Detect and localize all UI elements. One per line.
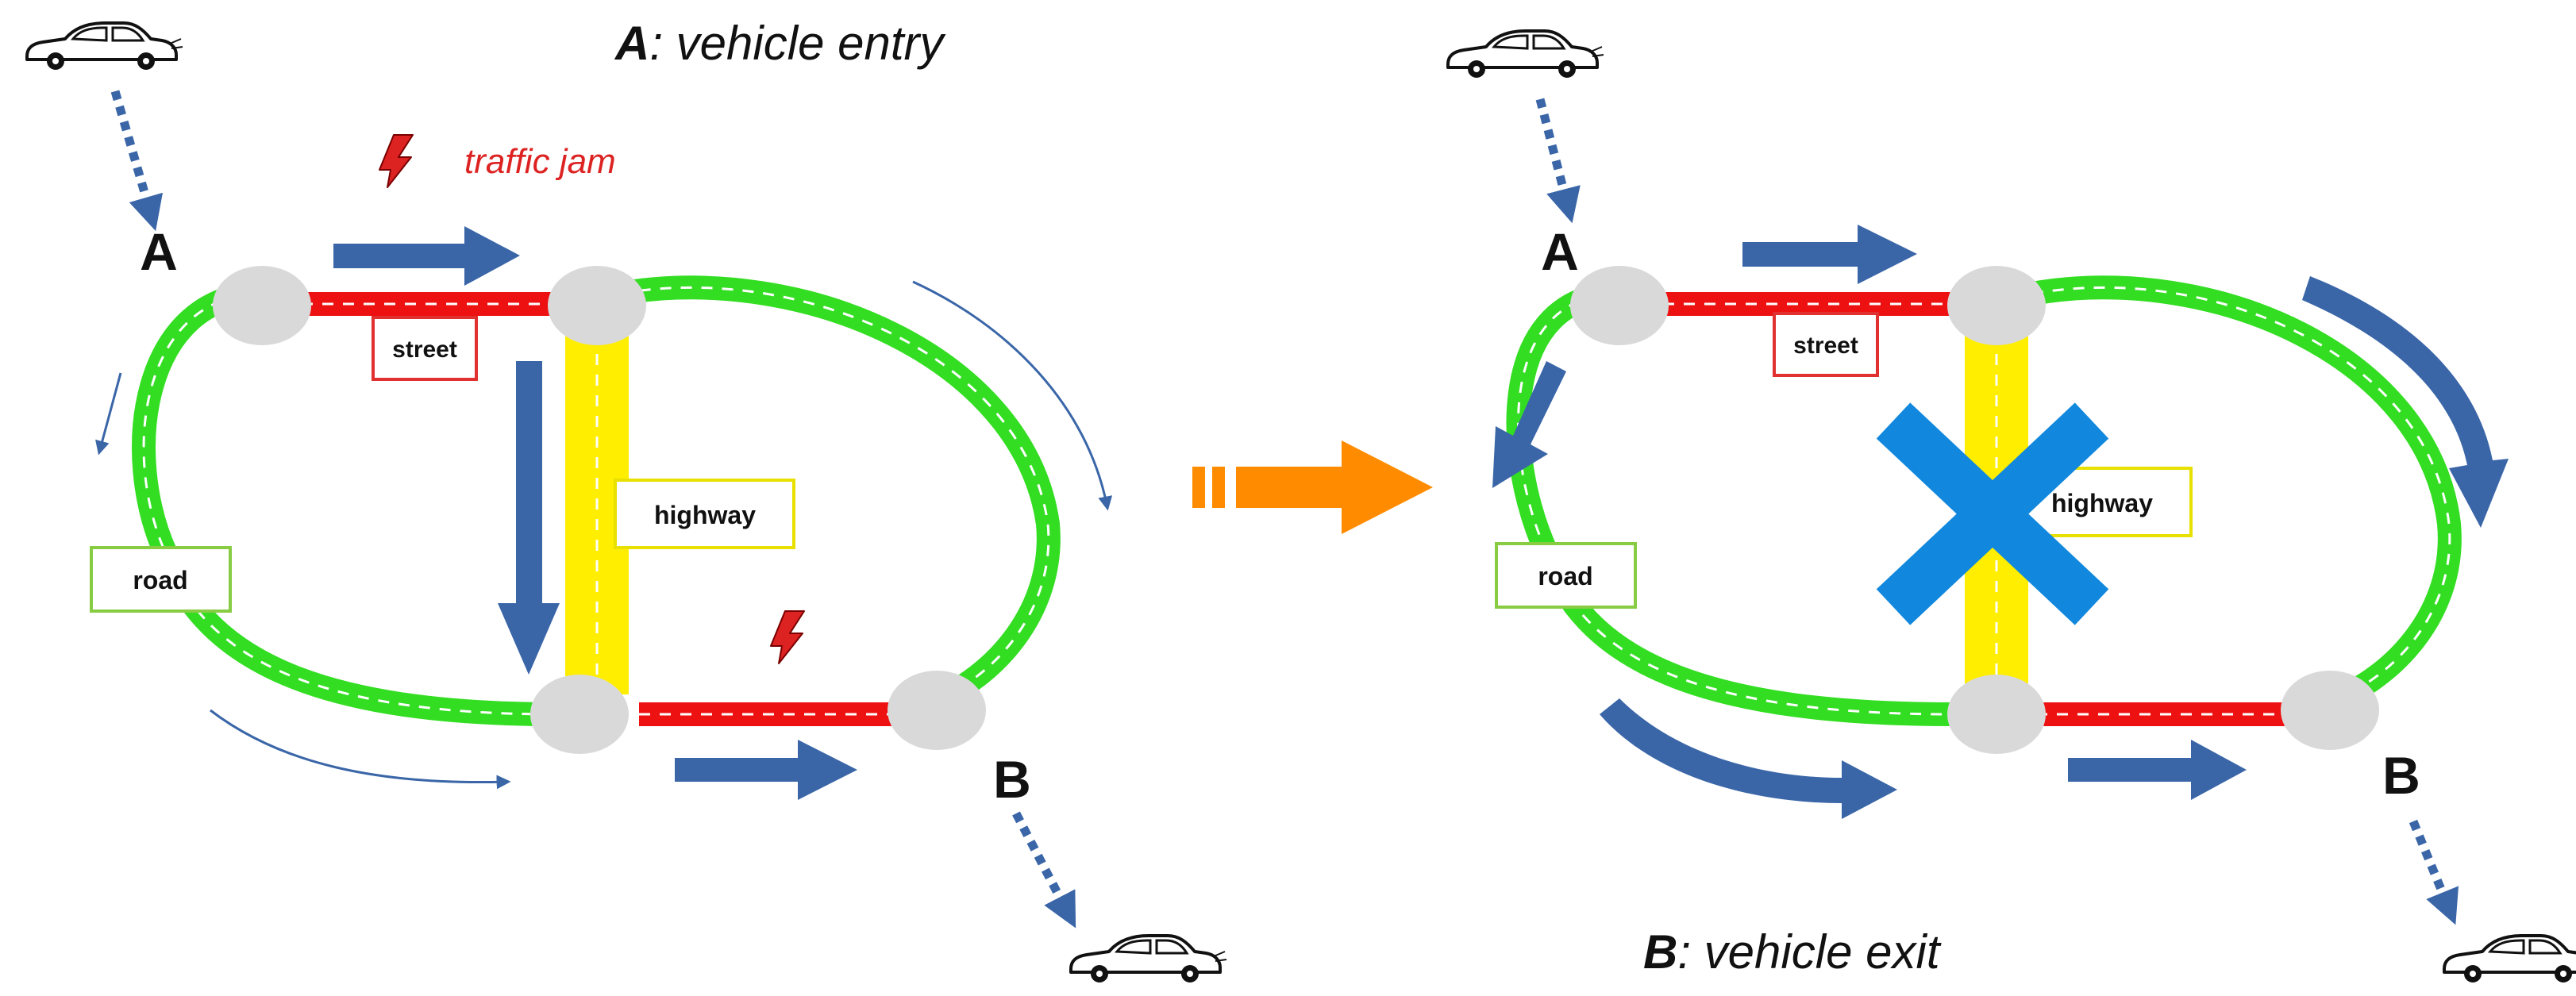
intersection-node (530, 675, 629, 754)
caption-entry-text: : vehicle entry (649, 17, 946, 70)
exit-dotted-arrow (1012, 811, 1076, 929)
flow-arrow-icon (210, 709, 511, 790)
node-a-label: A (140, 222, 178, 281)
intersection-node (1947, 675, 2046, 754)
lightning-bolt-icon (379, 134, 414, 188)
highway-label-box: highway (614, 479, 795, 549)
flow-arrow-icon (95, 372, 122, 456)
street-segment-top (302, 292, 564, 316)
street-label: street (392, 336, 457, 363)
highway-label: highway (654, 501, 756, 529)
traffic-jam-label: traffic jam (464, 142, 616, 181)
street-label: street (1793, 333, 1858, 359)
street-segment-bottom (639, 702, 893, 726)
intersection-node (1570, 266, 1669, 345)
flow-arrow-icon (333, 226, 520, 286)
exit-dotted-arrow (2409, 819, 2459, 925)
intersection-node (548, 266, 646, 345)
left-panel: street highway road traffic jam A B (25, 21, 1228, 984)
node-b-label: B (2382, 746, 2420, 805)
flow-arrow-icon (498, 361, 560, 675)
caption-exit-letter: B (1643, 925, 1677, 979)
entry-dotted-arrow (110, 90, 163, 232)
intersection-node (1947, 266, 2046, 345)
road-label: road (1538, 562, 1592, 590)
car-icon (25, 21, 184, 71)
street-label-box: street (372, 316, 478, 381)
car-icon (1069, 934, 1228, 984)
flow-arrow-icon (1600, 698, 1897, 819)
caption-entry-letter: A (614, 17, 649, 70)
caption-exit-text: : vehicle exit (1677, 925, 1941, 979)
node-b-label: B (993, 750, 1031, 809)
entry-dotted-arrow (1535, 98, 1581, 224)
intersection-node (213, 266, 311, 345)
node-a-label: A (1541, 222, 1579, 281)
flow-arrow-icon (675, 740, 857, 800)
blocked-cross-icon (1876, 402, 2109, 625)
highway-label: highway (2051, 489, 2153, 517)
intersection-node (2281, 671, 2379, 750)
flow-arrow-icon (1742, 225, 1917, 284)
intersection-node (888, 671, 986, 750)
flow-arrow-icon (912, 280, 1113, 511)
street-label-box: street (1773, 312, 1879, 377)
transition-arrow-icon (1192, 440, 1433, 534)
street-segment-bottom (2036, 702, 2290, 726)
caption-entry: A: vehicle entry (614, 17, 947, 70)
caption-exit: B: vehicle exit (1643, 925, 1942, 979)
road-label-box: road (90, 546, 232, 613)
right-panel: street highway road A B (1446, 29, 2576, 984)
car-icon (1446, 29, 1605, 79)
flow-arrow-icon (2302, 276, 2509, 528)
flow-arrow-icon (2068, 740, 2247, 800)
road-label-box: road (1495, 542, 1637, 609)
car-icon (2443, 934, 2576, 984)
flow-arrow-icon (1492, 361, 1566, 488)
lightning-bolt-icon (770, 610, 805, 664)
road-label: road (133, 566, 187, 594)
